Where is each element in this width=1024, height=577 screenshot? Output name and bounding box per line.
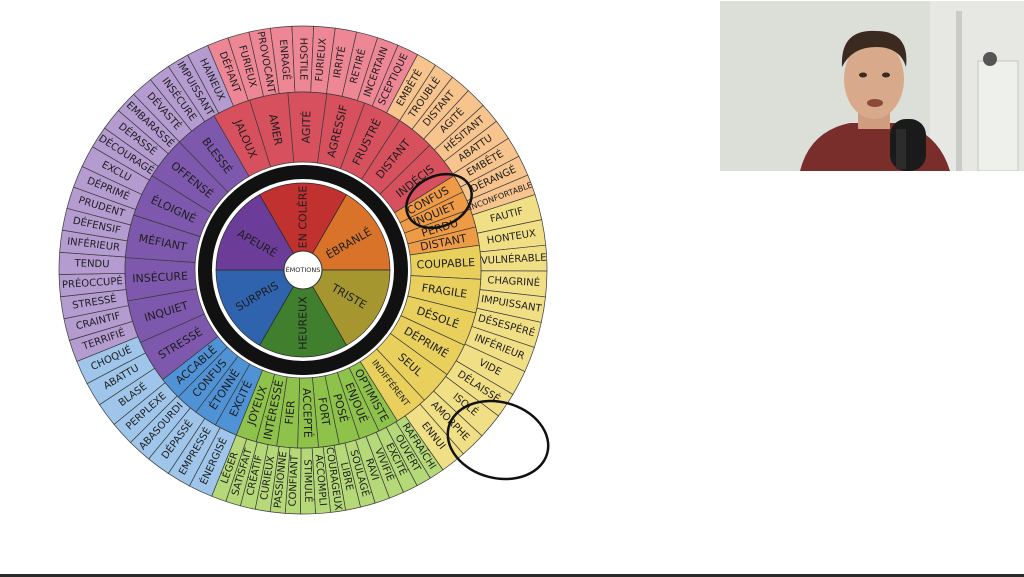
middle-segment-label: COUPABLE (416, 256, 475, 272)
annotation-circle (446, 399, 550, 481)
outer-segment-label: CONFIANT (288, 454, 301, 507)
middle-segment (178, 115, 250, 193)
outer-segment-label: TENDU (73, 258, 109, 270)
core-segment-label: EN COLÈRE (297, 186, 310, 249)
middle-segment-label: AGITÉ (300, 110, 314, 143)
outer-segment-label: STIMULÉ (301, 459, 315, 503)
middle-segment-label: FORT (315, 396, 332, 426)
middle-segment-label: FIER (283, 399, 298, 425)
outer-segment-label: FURIEUX (314, 38, 329, 82)
annotations (405, 172, 550, 481)
outer-segment-label: VULNÉRABLE (481, 251, 547, 267)
outer-segment-label: CHAGRINÉ (487, 273, 540, 289)
separator-ring (198, 165, 408, 375)
outer-segment-label: ACCOMPLI (313, 454, 328, 506)
outer-segment-label: PRÉOCCUPÉ (62, 274, 124, 291)
outer-segment-label: HOSTILE (297, 38, 308, 81)
outer-segment-label: ENRAGÉ (277, 39, 294, 81)
middle-segment-label: ACCEPTÉ (300, 388, 314, 438)
webcam-person-icon (720, 1, 1024, 171)
core-segment-label: HEUREUX (297, 296, 310, 350)
separator-gap (212, 179, 394, 361)
center-label: ÉMOTIONS (286, 265, 321, 274)
webcam-feed (720, 1, 1024, 171)
annotation-circle (405, 172, 473, 230)
middle-segment-label: INSÉCURE (132, 270, 188, 286)
middle-segment-label: AMER (266, 113, 285, 147)
center-circle (283, 250, 323, 290)
bottom-divider (0, 574, 1024, 577)
